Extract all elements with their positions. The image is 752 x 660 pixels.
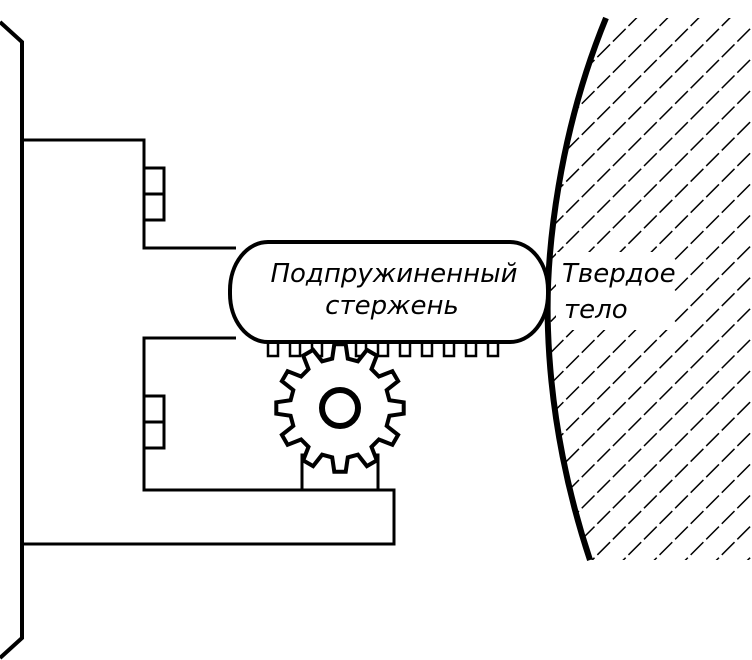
gear-hub	[319, 387, 361, 429]
left-wall	[0, 20, 24, 660]
upper-bracket	[22, 138, 236, 250]
lower-bracket	[22, 336, 396, 546]
solid-label-backdrop	[556, 252, 674, 330]
rod-label-line2: стержень	[325, 291, 459, 321]
solid-label-line2: тело	[564, 295, 628, 325]
solid-body-outline	[544, 16, 609, 561]
spring-rod	[228, 240, 550, 344]
solid-label-line1: Твердое	[562, 259, 676, 289]
rod-label-line1: Подпружиненный	[270, 259, 517, 289]
